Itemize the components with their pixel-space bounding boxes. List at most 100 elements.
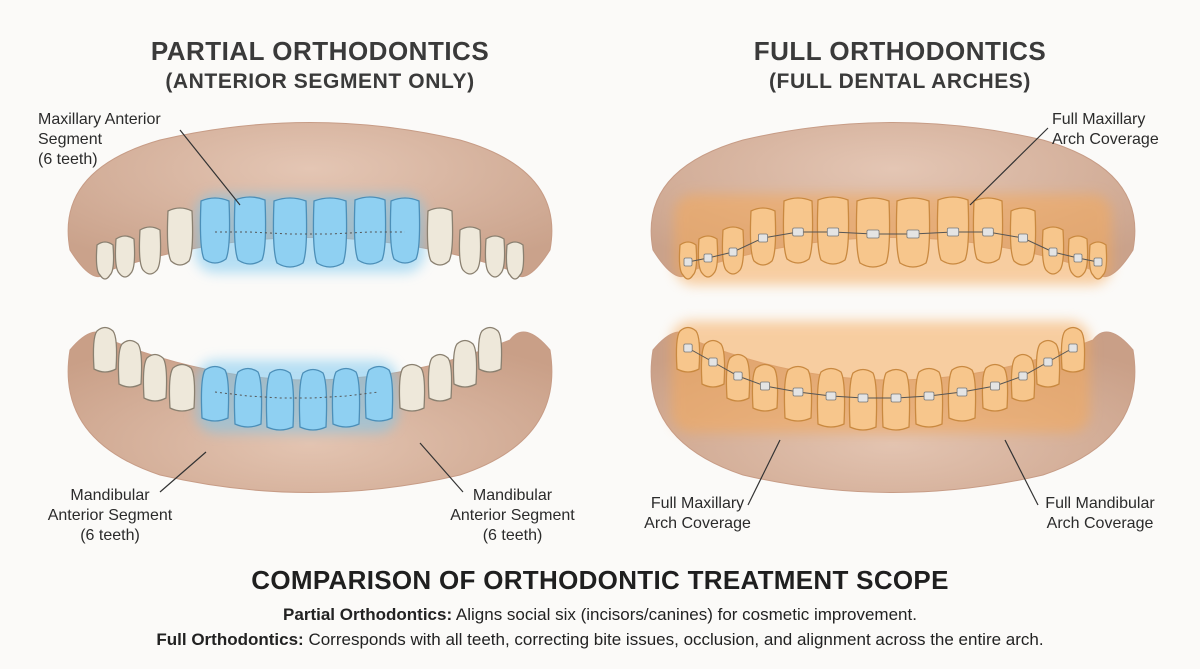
tooth bbox=[95, 241, 115, 280]
partial-description: Partial Orthodontics: Aligns social six … bbox=[0, 605, 1200, 625]
bracket-icon bbox=[1018, 233, 1028, 243]
tooth bbox=[117, 339, 143, 388]
right-mandibular-arch bbox=[650, 321, 1136, 493]
label-line: Maxillary Anterior bbox=[38, 111, 161, 128]
segment-dotted-line bbox=[214, 391, 380, 399]
tooth bbox=[233, 196, 267, 265]
tooth bbox=[484, 235, 506, 278]
tooth bbox=[199, 197, 231, 264]
tooth bbox=[331, 367, 361, 428]
tooth bbox=[166, 207, 194, 266]
bracket-icon bbox=[760, 381, 770, 391]
bracket-icon bbox=[1018, 371, 1028, 381]
bracket-icon bbox=[1043, 357, 1053, 367]
partial-description-label: Partial Orthodontics: bbox=[283, 605, 453, 624]
tooth bbox=[233, 367, 263, 428]
leader-line-left-upper bbox=[179, 129, 241, 206]
label-full-maxillary-lower: Full Maxillary Arch Coverage bbox=[630, 494, 765, 534]
label-line: Arch Coverage bbox=[1046, 515, 1154, 532]
leader-line-right-upper bbox=[969, 127, 1049, 206]
tooth bbox=[92, 326, 118, 373]
bracket-icon bbox=[990, 381, 1000, 391]
label-line: Anterior Segment bbox=[47, 507, 173, 524]
right-maxillary-arch bbox=[650, 122, 1136, 285]
full-subtitle: (FULL DENTAL ARCHES) bbox=[768, 70, 1032, 93]
bracket-icon bbox=[1073, 253, 1083, 263]
bracket-icon bbox=[683, 343, 693, 353]
label-line: (6 teeth) bbox=[482, 527, 543, 544]
partial-title: PARTIAL ORTHODONTICS bbox=[150, 36, 490, 66]
segment-dotted-line bbox=[215, 231, 405, 235]
tooth bbox=[389, 197, 421, 264]
bracket-icon bbox=[792, 227, 804, 237]
tooth bbox=[138, 226, 162, 275]
bracket-icon bbox=[982, 227, 994, 237]
tooth bbox=[426, 207, 454, 266]
tooth bbox=[458, 226, 482, 275]
bracket-icon bbox=[1093, 257, 1103, 267]
label-line: (6 teeth) bbox=[80, 527, 140, 544]
full-title: FULL ORTHODONTICS bbox=[753, 36, 1047, 66]
bracket-icon bbox=[826, 227, 840, 237]
tooth bbox=[427, 353, 453, 402]
label-line: Full Maxillary bbox=[650, 495, 745, 512]
tooth bbox=[114, 235, 136, 278]
bracket-icon bbox=[708, 357, 718, 367]
left-maxillary-arch bbox=[67, 122, 553, 280]
bracket-icon bbox=[683, 257, 693, 267]
bracket-icon bbox=[956, 387, 968, 397]
tooth bbox=[168, 363, 196, 412]
tooth bbox=[200, 365, 230, 422]
label-mandibular-anterior-right: Mandibular Anterior Segment (6 teeth) bbox=[440, 486, 585, 546]
partial-description-text: Aligns social six (incisors/canines) for… bbox=[452, 605, 917, 624]
bracket-icon bbox=[825, 391, 837, 401]
label-line: (6 teeth) bbox=[38, 151, 98, 168]
tooth bbox=[272, 197, 308, 268]
tooth bbox=[505, 241, 525, 280]
label-line: Arch Coverage bbox=[1052, 131, 1159, 148]
bracket-icon bbox=[733, 371, 743, 381]
label-line: Mandibular bbox=[472, 487, 553, 504]
label-line: Mandibular bbox=[70, 487, 150, 504]
tooth bbox=[265, 368, 295, 431]
bracket-icon bbox=[758, 233, 768, 243]
leader-line-left-lower-left bbox=[159, 451, 207, 493]
label-line: Segment bbox=[38, 131, 103, 148]
label-line: Full Maxillary bbox=[1052, 111, 1146, 128]
label-full-maxillary-upper: Full Maxillary Arch Coverage bbox=[1052, 110, 1159, 150]
leader-line-right-lower-left bbox=[747, 439, 781, 506]
arch-wire bbox=[687, 231, 1099, 263]
bracket-icon bbox=[923, 391, 935, 401]
tooth bbox=[452, 339, 478, 388]
left-mandibular-arch bbox=[67, 326, 553, 493]
tooth bbox=[312, 197, 348, 268]
bracket-icon bbox=[890, 393, 902, 403]
bracket-icon bbox=[946, 227, 960, 237]
label-line: Full Mandibular bbox=[1045, 495, 1155, 512]
tooth bbox=[142, 353, 168, 402]
bracket-icon bbox=[703, 253, 713, 263]
full-description-label: Full Orthodontics: bbox=[156, 630, 304, 649]
label-mandibular-anterior-left: Mandibular Anterior Segment (6 teeth) bbox=[40, 486, 180, 546]
label-line: Arch Coverage bbox=[644, 515, 751, 532]
leader-line-left-lower-right bbox=[419, 442, 464, 493]
label-line: Anterior Segment bbox=[450, 507, 575, 524]
full-description: Full Orthodontics: Corresponds with all … bbox=[0, 630, 1200, 650]
full-description-text: Corresponds with all teeth, correcting b… bbox=[303, 630, 1044, 649]
leader-lines bbox=[159, 127, 1049, 506]
tooth bbox=[353, 196, 387, 265]
label-full-mandibular: Full Mandibular Arch Coverage bbox=[1030, 494, 1170, 534]
bracket-icon bbox=[792, 387, 804, 397]
comparison-title: COMPARISON OF ORTHODONTIC TREATMENT SCOP… bbox=[251, 565, 949, 595]
tooth bbox=[298, 368, 328, 431]
bracket-icon bbox=[866, 229, 880, 239]
tooth bbox=[364, 365, 394, 422]
bracket-icon bbox=[1068, 343, 1078, 353]
bracket-icon bbox=[857, 393, 869, 403]
bracket-icon bbox=[1048, 247, 1058, 257]
tooth bbox=[477, 326, 503, 373]
label-maxillary-anterior-segment: Maxillary Anterior Segment (6 teeth) bbox=[38, 110, 161, 170]
bracket-icon bbox=[906, 229, 920, 239]
leader-line-right-lower-right bbox=[1004, 439, 1039, 506]
